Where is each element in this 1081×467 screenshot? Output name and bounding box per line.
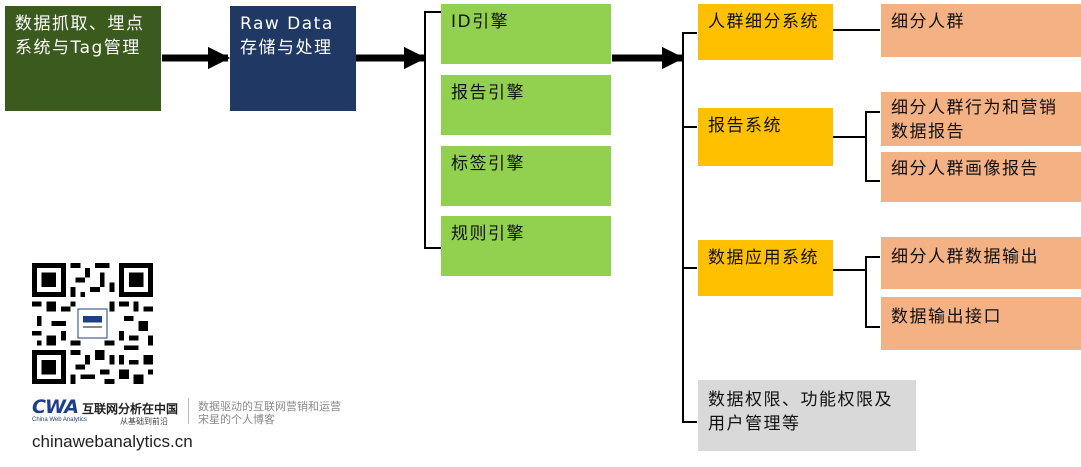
qr-code-icon bbox=[32, 263, 153, 384]
node-tag-engine: 标签引擎 bbox=[441, 146, 611, 206]
node-report-engine: 报告引擎 bbox=[441, 75, 611, 135]
brand-tagline-line-2: 宋星的个人博客 bbox=[198, 413, 275, 426]
node-raw-data: Raw Data存储与处理 bbox=[230, 6, 356, 111]
brand-tagline: 数据驱动的互联网营销和运营 宋星的个人博客 bbox=[198, 400, 341, 426]
website-link[interactable]: chinawebanalytics.cn bbox=[32, 432, 193, 451]
brand-divider bbox=[188, 398, 189, 424]
node-data-collection: 数据抓取、埋点系统与Tag管理 bbox=[5, 6, 161, 111]
node-permission: 数据权限、功能权限及用户管理等 bbox=[698, 380, 916, 451]
systems-bracket bbox=[682, 32, 697, 423]
node-data-output: 细分人群数据输出 bbox=[881, 237, 1081, 289]
brand-name: 互联网分析在中国 bbox=[82, 402, 179, 416]
node-portrait-report: 细分人群画像报告 bbox=[881, 152, 1081, 202]
node-id-engine: ID引擎 bbox=[441, 4, 611, 64]
node-data-app-system: 数据应用系统 bbox=[698, 240, 833, 296]
report-bracket bbox=[865, 111, 880, 182]
brand-subtitle: 从基础到前沿 bbox=[120, 417, 168, 426]
node-segment-system: 人群细分系统 bbox=[698, 4, 833, 60]
output-bracket bbox=[865, 256, 880, 328]
node-report-system: 报告系统 bbox=[698, 108, 833, 166]
engines-bracket bbox=[424, 11, 441, 249]
brand-english-name: China Web Analytics bbox=[32, 417, 87, 423]
node-segments: 细分人群 bbox=[881, 4, 1081, 57]
brand-tagline-line-1: 数据驱动的互联网营销和运营 bbox=[198, 400, 341, 413]
node-rule-engine: 规则引擎 bbox=[441, 216, 611, 276]
node-behavior-report: 细分人群行为和营销数据报告 bbox=[881, 92, 1081, 146]
node-output-api: 数据输出接口 bbox=[881, 297, 1081, 350]
brand-logo-mark: CWA bbox=[32, 396, 79, 418]
